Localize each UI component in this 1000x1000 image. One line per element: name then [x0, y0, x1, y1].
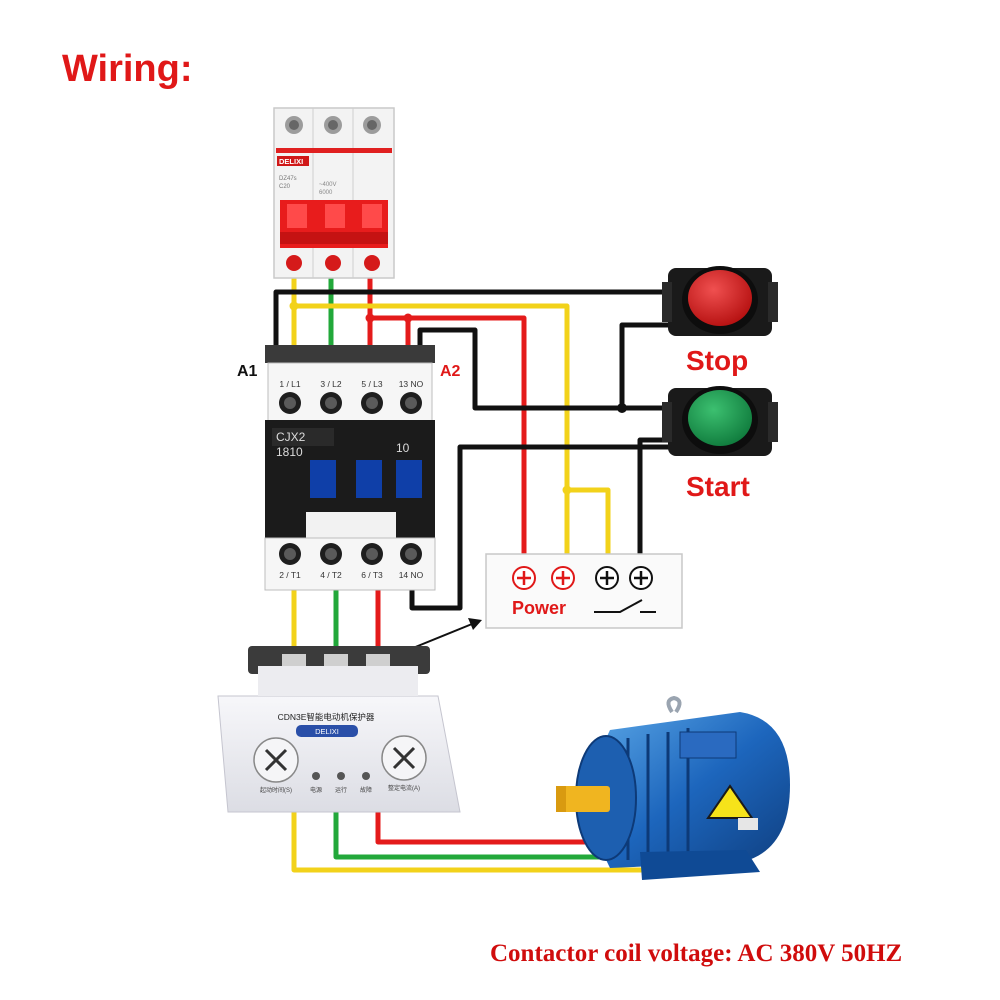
breaker-text-3: ~400V	[319, 182, 337, 188]
contactor-aux-label: 10	[396, 441, 410, 455]
stop-button: Stop	[662, 266, 778, 376]
breaker-text-1: DZ47s	[279, 176, 297, 182]
contactor-model-2: 1810	[276, 445, 303, 459]
terminal-top-3: 5 / L3	[361, 379, 383, 389]
coil-label-a2: A2	[440, 363, 461, 380]
wire-black-start-power	[637, 437, 680, 564]
wires	[273, 270, 680, 873]
protector-terminal-block: Power	[485, 553, 683, 629]
plus-terminal-icon	[512, 566, 653, 590]
breaker-screw-icon	[285, 116, 381, 134]
terminal-top-2: 3 / L2	[320, 379, 342, 389]
breaker-brand: DELIXI	[279, 157, 303, 166]
breaker-text-2: C20	[279, 184, 291, 190]
motor-icon	[556, 695, 790, 880]
indicator-label-2: 运行	[335, 786, 347, 794]
wire-yellow-branch	[567, 487, 611, 564]
terminal-bottom-1: 2 / T1	[279, 570, 301, 580]
contactor: CJX2 1810 10 1 / L1 3 / L2 5 / L3 13 NO …	[237, 345, 461, 591]
motor-protector: CDN3E智能电动机保护器 DELIXI 电源 运行 故障 起动时间(S) 整定…	[217, 646, 461, 813]
wire-black-14no	[409, 444, 680, 611]
page-title: Wiring:	[62, 48, 193, 90]
coil-label-a1: A1	[237, 363, 258, 380]
wire-green-motor	[333, 810, 650, 860]
terminal-bottom-3: 6 / T3	[361, 570, 383, 580]
circuit-breaker: DELIXI DZ47s C20 ~400V 6000	[273, 107, 395, 279]
dial-left-label: 起动时间(S)	[260, 786, 292, 794]
indicator-label-1: 电源	[310, 786, 322, 794]
protector-title: CDN3E智能电动机保护器	[278, 712, 375, 722]
junction-dots	[289, 301, 627, 495]
terminal-bottom-4: 14 NO	[399, 570, 424, 580]
arrow-icon	[407, 618, 482, 651]
wire-black-13no	[417, 327, 680, 411]
terminal-bottom-2: 4 / T2	[320, 570, 342, 580]
start-button: Start	[662, 386, 778, 502]
wire-black-stop-start	[619, 322, 680, 408]
breaker-text-4: 6000	[319, 190, 333, 196]
terminal-top-1: 1 / L1	[279, 379, 301, 389]
protector-brand: DELIXI	[315, 727, 339, 736]
wire-yellow-power	[294, 303, 570, 564]
wire-red-power	[370, 315, 527, 564]
wire-yellow-motor	[291, 810, 660, 873]
contactor-model-1: CJX2	[276, 430, 306, 444]
stop-label: Stop	[686, 345, 748, 376]
dial-right-label: 整定电流(A)	[388, 784, 420, 792]
wire-red-motor	[375, 810, 636, 845]
terminal-top-4: 13 NO	[399, 379, 424, 389]
terminal-screw-icon	[279, 392, 422, 565]
start-label: Start	[686, 471, 750, 502]
switch-symbol-icon	[594, 599, 656, 613]
coil-voltage-note: Contactor coil voltage: AC 380V 50HZ	[490, 940, 903, 967]
indicator-label-3: 故障	[360, 786, 372, 794]
power-label: Power	[512, 598, 566, 618]
